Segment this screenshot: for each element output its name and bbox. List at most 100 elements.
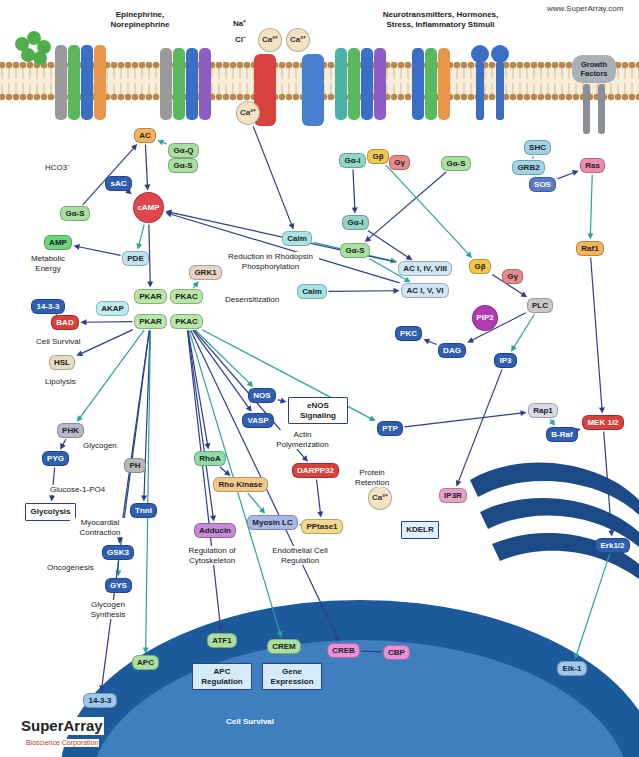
- lipid-tail: [534, 68, 535, 79]
- connector-line: [145, 144, 147, 186]
- lipid-tail: [387, 83, 388, 94]
- lipid-head: [531, 94, 538, 101]
- node-text: APC: [137, 658, 154, 667]
- lipid-tail: [107, 83, 108, 94]
- receptor-helix: [160, 48, 172, 120]
- node-text: KDELR: [406, 525, 434, 534]
- connector-line: [139, 224, 144, 245]
- connector-line: [576, 554, 609, 655]
- receptor-helix: [335, 48, 347, 120]
- lipid-head: [517, 62, 524, 69]
- connector-line: [248, 493, 263, 511]
- protein-pill: CREB: [327, 643, 360, 658]
- lipid-tail: [156, 68, 157, 79]
- lipid-head: [237, 62, 244, 69]
- lipid-head: [146, 62, 153, 69]
- signal-arrow: [404, 410, 526, 427]
- lipid-head: [489, 94, 496, 101]
- protein-pill: AC I, IV, VIII: [398, 261, 452, 276]
- annotation-text: Metabolic Energy: [17, 254, 79, 273]
- protein-pill: PDE: [122, 251, 149, 266]
- lipid-tail: [282, 68, 283, 79]
- arrow-head: [352, 207, 358, 213]
- protein-pill: IP3: [494, 353, 517, 368]
- node-text: AC I, V, VI: [406, 286, 443, 295]
- ion-channel: [302, 54, 324, 126]
- lipid-head: [566, 94, 573, 101]
- node-text: MEK 1/2: [587, 418, 618, 427]
- protein-pill: DAG: [438, 343, 466, 358]
- node-text: CBP: [388, 648, 405, 657]
- node-text: Erk1/2: [600, 541, 624, 550]
- signal-arrow: [365, 172, 446, 242]
- connector-line: [317, 479, 321, 513]
- arrow-head: [259, 507, 265, 514]
- node-text: PDE: [127, 254, 143, 263]
- lipid-head: [531, 62, 538, 69]
- receptor-helix: [412, 48, 424, 120]
- connector-line: [458, 369, 502, 482]
- lipid-head: [636, 62, 639, 69]
- node-text: DAG: [443, 346, 461, 355]
- lipid-head: [398, 94, 405, 101]
- connector-line: [368, 172, 446, 239]
- lipid-tail: [226, 68, 227, 79]
- lipid-tail: [30, 83, 31, 94]
- lipid-head: [0, 62, 5, 69]
- molecule-circle: Ca²⁺: [286, 28, 310, 52]
- lipid-tail: [51, 68, 52, 79]
- node-text: CREM: [272, 642, 296, 651]
- protein-pill: RhoA: [194, 451, 226, 466]
- annotation-text: www.SuperArray.com: [546, 4, 624, 14]
- protein-pill: PKAC: [170, 314, 203, 329]
- signal-arrow: [574, 554, 610, 659]
- lipid-tail: [23, 68, 24, 79]
- lipid-tail: [562, 83, 563, 94]
- protein-pill: Gγ: [502, 269, 523, 284]
- arrow-head: [147, 281, 153, 287]
- lipid-head: [244, 62, 251, 69]
- connector-line: [361, 651, 381, 653]
- lipid-head: [454, 94, 461, 101]
- annotation-text: Glycogen Synthesis: [77, 600, 139, 619]
- lipid-head: [608, 94, 615, 101]
- lipid-head: [223, 94, 230, 101]
- lipid-tail: [44, 83, 45, 94]
- lipid-head: [20, 62, 27, 69]
- lipid-head: [132, 94, 139, 101]
- arrow-head: [60, 443, 65, 450]
- annotation-text: Desensitization: [224, 295, 280, 305]
- protein-pill: Ras: [580, 158, 605, 173]
- receptor-helix: [173, 48, 185, 120]
- annotation-text: Actin Polymerization: [274, 430, 331, 449]
- protein-pill: AC: [134, 128, 156, 143]
- lipid-tail: [534, 83, 535, 94]
- connector-line: [80, 330, 133, 355]
- signal-arrow: [361, 651, 381, 653]
- signal-arrow: [157, 140, 166, 146]
- node-text: NOS: [253, 391, 270, 400]
- connector-line: [83, 147, 135, 205]
- lipid-head: [391, 94, 398, 101]
- node-text: 14-3-3: [36, 302, 59, 311]
- node-text: Rap1: [533, 406, 553, 415]
- lipid-head: [524, 94, 531, 101]
- protein-pill: Calm: [282, 231, 312, 246]
- lipid-tail: [128, 68, 129, 79]
- lipid-tail: [471, 68, 472, 79]
- lipid-head: [132, 62, 139, 69]
- connector-line: [79, 330, 144, 418]
- lipid-tail: [541, 83, 542, 94]
- receptor-helix: [425, 48, 437, 120]
- growth-factor-shape: [572, 55, 616, 83]
- protein-pill: GSK3: [102, 545, 134, 560]
- lipid-tail: [282, 83, 283, 94]
- lipid-tail: [506, 68, 507, 79]
- lipid-head: [125, 94, 132, 101]
- receptor-helix: [81, 45, 93, 120]
- lipid-tail: [387, 68, 388, 79]
- rtk-receptor: [583, 84, 590, 134]
- node-text: DARPP32: [297, 466, 334, 475]
- molecule-circle: Ca²⁺: [258, 28, 282, 52]
